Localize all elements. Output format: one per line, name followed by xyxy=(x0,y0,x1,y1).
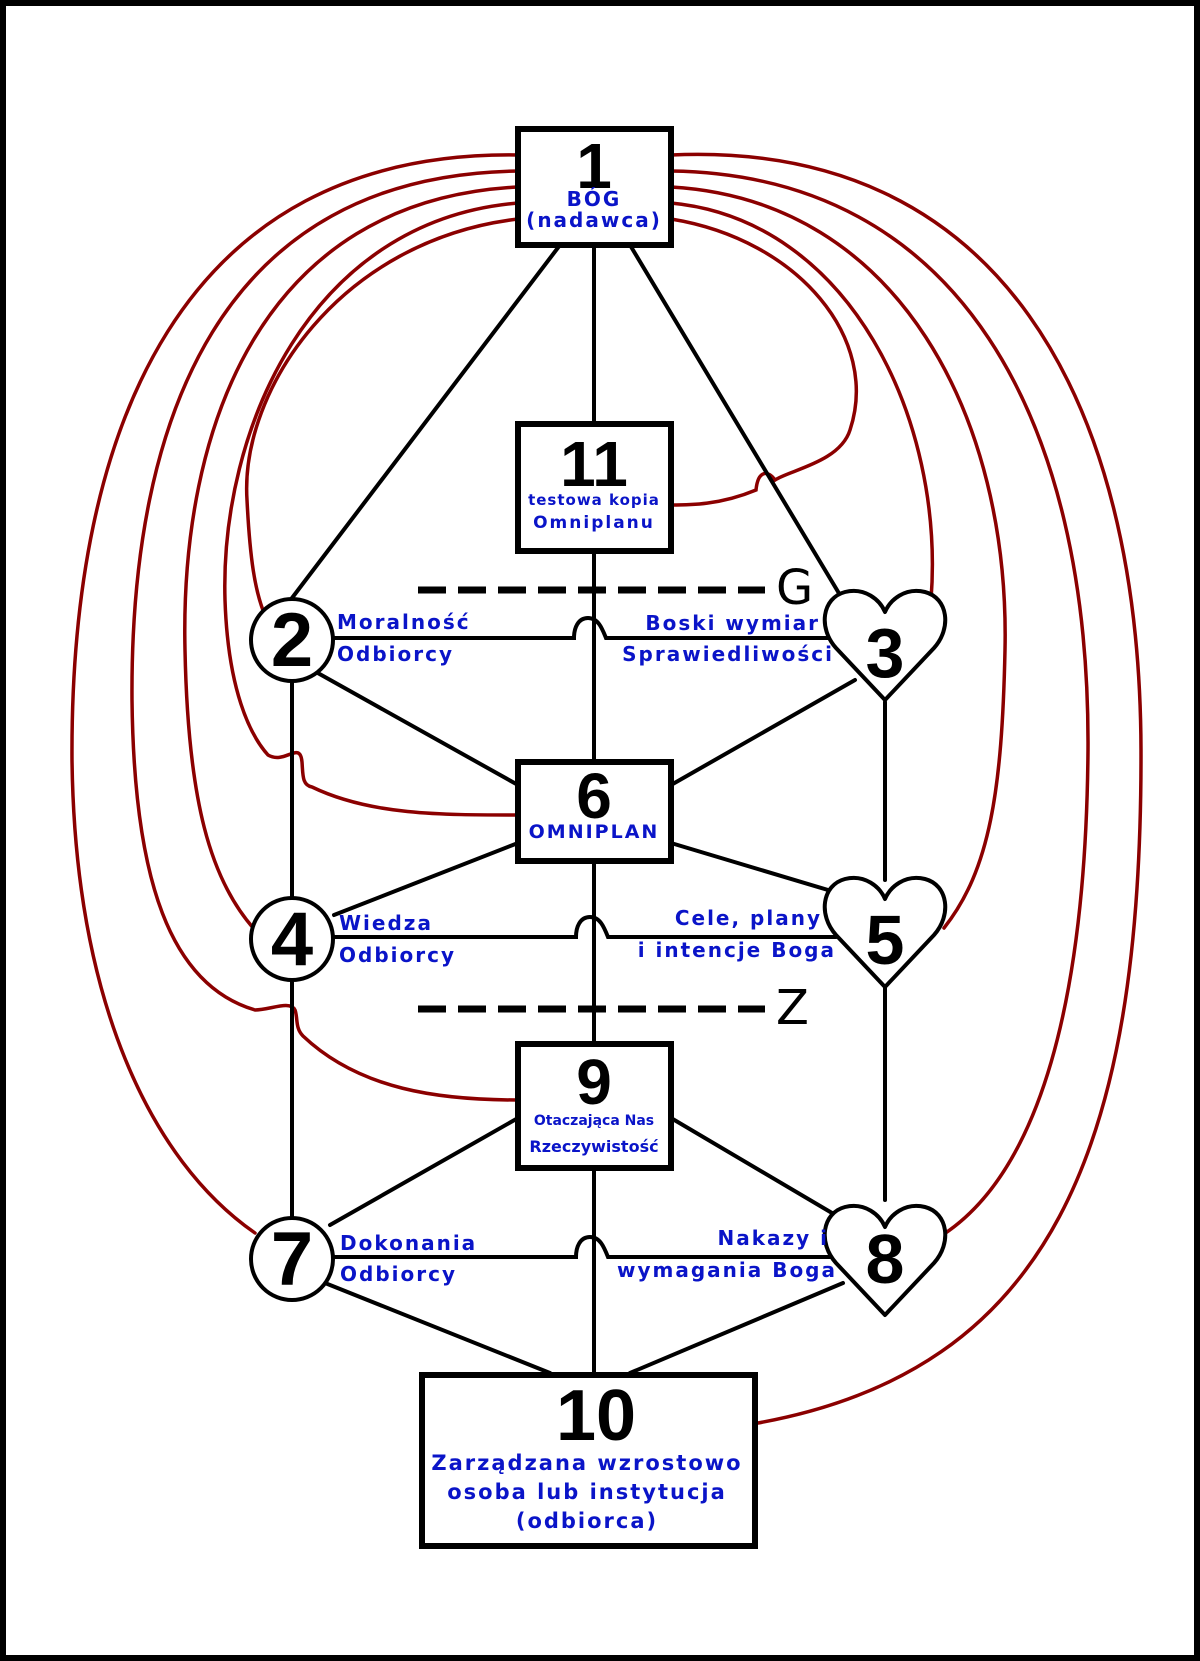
node-7-circle xyxy=(249,1216,335,1302)
node-1: 1 BÓG (nadawca) xyxy=(515,126,674,248)
node-6: 6 OMNIPLAN xyxy=(515,759,674,864)
link-1-to-10 xyxy=(669,152,1143,1425)
edge-4-5 xyxy=(332,914,838,939)
edge-9-7 xyxy=(328,1116,520,1227)
node-3-heart xyxy=(822,588,948,702)
node-9-box xyxy=(515,1041,674,1171)
node-1-number: 1 xyxy=(576,130,612,202)
node-9: 9 Otaczająca Nas Rzeczywistość xyxy=(515,1041,674,1171)
node-8-label-line-1: Nakazy i xyxy=(717,1226,829,1250)
node-10-number: 10 xyxy=(556,1376,636,1456)
node-9-label-line-1: Otaczająca Nas xyxy=(534,1113,654,1129)
node-5-label-line-1: Cele, plany xyxy=(675,906,822,930)
node-2-number: 2 xyxy=(271,598,313,683)
node-3-label-line-2: Sprawiedliwości xyxy=(622,642,834,666)
node-9-label-line-2: Rzeczywistość xyxy=(529,1137,658,1156)
zone-label-upper: G xyxy=(776,560,813,616)
zone-separators xyxy=(418,586,765,1013)
node-5-label-line-2: i intencje Boga xyxy=(638,938,836,962)
node-3: 3 Boski wymiar Sprawiedliwości xyxy=(622,588,948,702)
link-1-to-4 xyxy=(183,185,520,932)
node-7-label-line-1: Dokonania xyxy=(340,1231,477,1255)
edge-1-2 xyxy=(290,243,562,600)
edge-2-6 xyxy=(314,670,520,787)
edge-1-3 xyxy=(628,243,845,602)
node-8-number: 8 xyxy=(866,1220,905,1298)
edge-8-10 xyxy=(628,1281,845,1375)
node-4-circle xyxy=(249,896,335,982)
link-1-to-2 xyxy=(244,217,520,615)
node-1-box xyxy=(515,126,674,248)
node-2-label-line-1: Moralność xyxy=(337,610,471,634)
node-10-label-line-2: osoba lub instytucja xyxy=(447,1480,727,1504)
node-11-label-line-2: Omniplanu xyxy=(533,513,655,533)
node-5-number: 5 xyxy=(866,901,905,979)
node-10: 10 Zarządzana wzrostowo osoba lub instyt… xyxy=(419,1372,758,1549)
node-4-label-line-2: Odbiorcy xyxy=(339,943,456,967)
node-2-label-line-2: Odbiorcy xyxy=(337,642,454,666)
node-2-circle xyxy=(249,597,335,683)
node-8-label-line-2: wymagania Boga xyxy=(617,1258,837,1282)
edge-7-8 xyxy=(332,1234,836,1259)
zone-label-lower: Z xyxy=(776,980,809,1036)
node-1-label-line-1: BÓG xyxy=(567,187,622,211)
link-1-to-3 xyxy=(669,201,935,602)
node-7-number: 7 xyxy=(271,1217,313,1302)
node-6-box xyxy=(515,759,674,864)
node-11: 11 testowa kopia Omniplanu xyxy=(515,421,674,554)
edge-6-5 xyxy=(669,841,840,895)
node-4-number: 4 xyxy=(271,897,313,982)
edge-3-6 xyxy=(669,678,857,787)
link-1-to-8 xyxy=(669,169,1090,1236)
edge-7-10 xyxy=(323,1281,552,1375)
node-4-label-line-1: Wiedza xyxy=(339,911,433,935)
feedback-links xyxy=(70,152,1143,1425)
node-10-box xyxy=(419,1372,758,1549)
edge-9-8 xyxy=(669,1116,834,1215)
edge-2-3 xyxy=(332,615,830,640)
node-11-label-line-1: testowa kopia xyxy=(528,491,660,509)
node-10-label-line-1: Zarządzana wzrostowo xyxy=(431,1451,742,1475)
node-5-heart xyxy=(822,875,948,989)
link-1-to-11 xyxy=(669,217,858,507)
edge-6-4 xyxy=(332,841,520,917)
node-6-number: 6 xyxy=(576,760,612,832)
node-6-label-line-1: OMNIPLAN xyxy=(529,821,660,843)
node-4: 4 Wiedza Odbiorcy xyxy=(249,896,456,982)
node-8-heart xyxy=(822,1203,948,1317)
link-1-to-5 xyxy=(669,185,1007,930)
node-9-number: 9 xyxy=(576,1046,612,1118)
node-11-number: 11 xyxy=(560,428,628,500)
node-7-label-line-2: Odbiorcy xyxy=(340,1262,457,1286)
node-2: 2 Moralność Odbiorcy xyxy=(249,597,471,683)
node-3-number: 3 xyxy=(866,614,905,692)
node-1-label-line-2: (nadawca) xyxy=(526,208,662,232)
node-10-label-line-3: (odbiorca) xyxy=(516,1509,658,1533)
node-7: 7 Dokonania Odbiorcy xyxy=(249,1216,477,1302)
node-11-box xyxy=(515,421,674,554)
node-5: 5 Cele, plany i intencje Boga xyxy=(638,875,948,989)
node-8: 8 Nakazy i wymagania Boga xyxy=(617,1203,948,1317)
node-3-label-line-1: Boski wymiar xyxy=(645,611,820,635)
link-1-to-6 xyxy=(223,201,520,817)
link-1-to-7 xyxy=(70,153,520,1235)
link-1-to-9 xyxy=(130,169,520,1102)
